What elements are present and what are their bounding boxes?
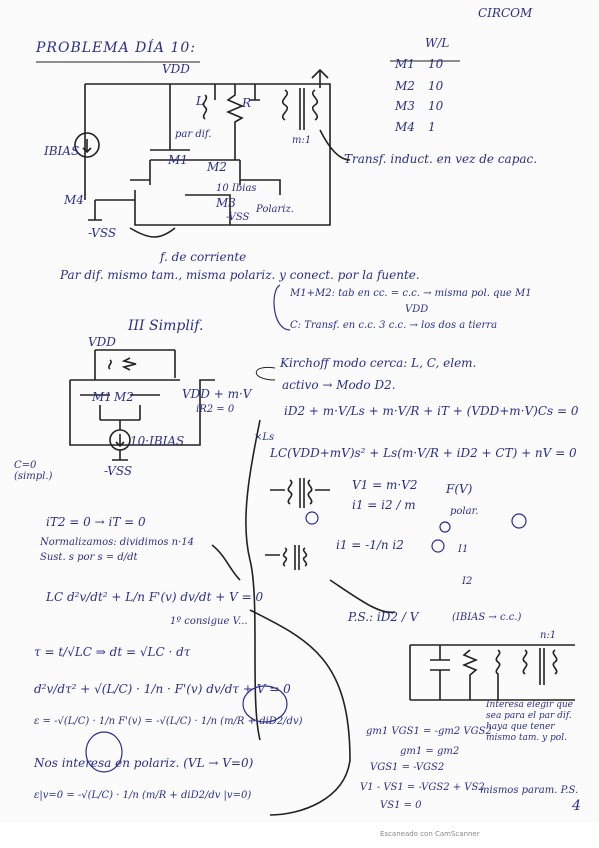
vss-label: -VSS [88, 226, 117, 240]
math-line: ε|v=0 = -√(L/C) · 1/n (m/R + diD2/dv |v=… [34, 790, 252, 801]
m2-label: M2 [114, 390, 134, 404]
wl-row-value: 1 [428, 120, 436, 134]
resistor-label: R [242, 96, 252, 110]
equation: i1 = i2 / m [352, 498, 416, 512]
math-line: gm1 VGS1 = -gm2 VGS2 [366, 726, 492, 737]
note-line: C: Transf. en c.c. 3 c.c. → los dos a ti… [290, 320, 498, 331]
corner-label: CIRCOM [478, 6, 533, 20]
current-source-label: f. de corriente [160, 250, 247, 264]
vss-label-2: -VSS [226, 212, 250, 223]
function-label: F(V) [446, 482, 473, 496]
m2-label: M2 [207, 160, 227, 174]
current-source-label: 10·IBIAS [130, 434, 185, 448]
m1-label: M1 [92, 390, 112, 404]
kirchhoff-sub: activo → Modo D2. [282, 378, 396, 392]
notebook-page: CIRCOM PROBLEMA DÍA 10: W/L M1 10 M2 10 … [14, 6, 581, 816]
math-line: LC d²v/dt² + L/n F'(v) dv/dt + V = 0 [46, 590, 264, 604]
kirchhoff-title: Kirchoff modo cerca: L, C, elem. [280, 356, 477, 370]
side-note: mismos param. P.S. [480, 785, 579, 796]
math-line: VS1 = 0 [380, 800, 422, 811]
section-heading: III Simplif. [128, 318, 204, 334]
wl-row-value: 10 [428, 57, 444, 71]
math-line: (IBIAS → c.c.) [452, 612, 522, 623]
ten-ibias-label: 10 Ibias [216, 183, 257, 194]
equation: ×Ls [254, 432, 275, 443]
wl-row-name: M2 [395, 79, 415, 93]
wl-row-value: 10 [428, 79, 444, 93]
math-line: P.S.: iD2 / V [348, 610, 419, 624]
footer: Escaneado con CamScanner [0, 822, 599, 848]
side-note: C=0 (simpl.) [14, 460, 53, 482]
math-line: iT2 = 0 → iT = 0 [46, 515, 146, 529]
scanner-watermark: Escaneado con CamScanner [380, 830, 480, 838]
math-line: Sust. s por s = d/dt [40, 552, 138, 563]
par-dif-label: par dif. [175, 129, 212, 140]
current-label: I2 [462, 576, 473, 587]
ratio-label: n:1 [540, 630, 557, 641]
math-line: d²v/dτ² + √(L/C) · 1/n · F'(v) dv/dτ + V… [34, 682, 291, 696]
m1-label: M1 [168, 153, 188, 167]
note-line: M1+M2: tab en cc. = c.c. → misma pol. qu… [290, 288, 532, 299]
equation: iD2 + m·V/Ls + m·V/R + iT + (VDD+m·V)Cs … [284, 404, 579, 418]
note-line: Par dif. mismo tam., misma polariz. y co… [60, 268, 420, 282]
math-line: VGS1 = -VGS2 [370, 762, 445, 773]
vdd-plus-label: VDD + m·V [182, 387, 252, 401]
wl-row-name: M4 [395, 120, 415, 134]
side-note: Interesa elegir que sea para el par dif.… [486, 700, 573, 743]
circuit-drawings [36, 60, 575, 816]
inductor-label: L [196, 94, 204, 108]
wl-row-name: M3 [395, 99, 415, 113]
equation: i1 = -1/n i2 [336, 538, 404, 552]
math-line: τ = t/√LC ⇒ dt = √LC · dτ [34, 645, 191, 659]
wl-table-header: W/L [425, 36, 450, 50]
polariz-label: Polariz. [256, 204, 294, 215]
vdd-label: VDD [88, 335, 116, 349]
ratio-label: m:1 [292, 135, 312, 146]
equation: LC(VDD+mV)s² + Ls(m·V/R + iD2 + CT) + nV… [270, 446, 577, 460]
m4-label: M4 [64, 193, 84, 207]
current-label: iR2 = 0 [196, 404, 235, 415]
vss-label: -VSS [104, 464, 133, 478]
math-line: V1 - VS1 = -VGS2 + VS2 [360, 782, 485, 793]
current-label: I1 [458, 544, 469, 555]
math-line: ε = -√(L/C) · 1/n F'(v) = -√(L/C) · 1/n … [34, 716, 303, 727]
polar-label: polar. [450, 506, 479, 517]
math-line: gm1 = gm2 [400, 746, 460, 757]
ibias-label: IBIAS [44, 144, 80, 158]
vdd-label: VDD [162, 62, 190, 76]
transformer-note: Transf. induct. en vez de capac. [344, 152, 538, 166]
m3-label: M3 [216, 196, 236, 210]
equation: V1 = m·V2 [352, 478, 418, 492]
math-line: 1º consigue V... [170, 616, 248, 627]
page-number: 4 [572, 798, 581, 814]
math-line: Normalizamos: dividimos n·14 [40, 537, 195, 548]
wl-row-name: M1 [395, 57, 415, 71]
note-line: VDD [405, 304, 429, 315]
page-title: PROBLEMA DÍA 10: [36, 40, 196, 56]
math-line: Nos interesa en polariz. (VL → V=0) [34, 756, 254, 770]
wl-row-value: 10 [428, 99, 444, 113]
